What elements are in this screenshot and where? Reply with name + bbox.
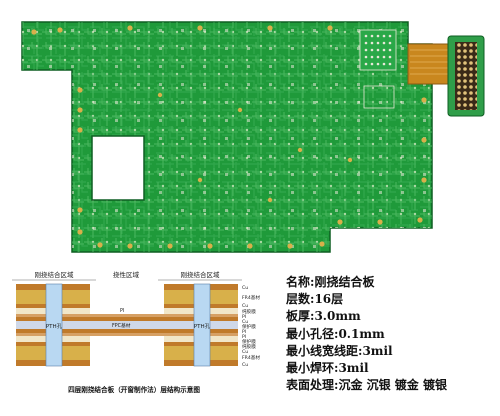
region-label-left-rigid: 刚挠结合区域 xyxy=(35,270,75,279)
spec-label: 表面处理 xyxy=(286,378,338,392)
layer-label-12: FR4基材 xyxy=(242,354,260,361)
spec-value: 刚挠结合板 xyxy=(314,275,375,289)
side-label-fpc: FPC基材 xyxy=(112,322,131,329)
layer-label-7: PI xyxy=(242,329,246,335)
layer-label-2: Cu xyxy=(242,303,248,309)
layer-label-6: 保护膜 xyxy=(242,323,256,330)
layer-label-3: 纯胶膜 xyxy=(242,308,256,315)
spec-thickness: 板厚3.0mm xyxy=(286,308,498,325)
spec-label: 名称 xyxy=(286,275,314,289)
bga-pads xyxy=(364,34,392,66)
spec-layers: 层数16层 xyxy=(286,291,498,308)
layer-label-9: 保护膜 xyxy=(242,338,256,345)
spec-min-ring: 最小焊环3mil xyxy=(286,360,498,377)
region-label-right-rigid: 刚挠结合区域 xyxy=(181,270,221,279)
pcb-photo xyxy=(21,21,485,253)
spec-value: 3mil xyxy=(362,343,393,358)
edge-pads xyxy=(31,25,427,249)
pth-label-right: PTH孔 xyxy=(194,322,211,330)
pcb-illustration xyxy=(21,21,485,253)
flex-traces xyxy=(410,49,450,75)
region-label-flex: 挠性区域 xyxy=(113,270,140,279)
spec-value: 3.0mm xyxy=(314,309,361,324)
spec-value: 0.1mm xyxy=(338,326,385,341)
layer-label-10: 纯胶膜 xyxy=(242,343,256,350)
layer-label-1: FR4基材 xyxy=(242,294,260,301)
spec-value: 3mil xyxy=(338,361,369,376)
side-label-pi-top: PI xyxy=(120,308,124,314)
stackup-svg: 刚挠结合区域 挠性区域 刚挠结合区域 xyxy=(12,270,260,394)
layer-label-11: Cu xyxy=(242,349,248,355)
pth-hole-left xyxy=(45,283,63,367)
spec-label: 最小焊环 xyxy=(286,361,338,375)
spec-value: 16层 xyxy=(314,292,344,307)
diagram-caption: 四层刚挠结合板（开窗制作法）层结构示意图 xyxy=(68,385,200,394)
spec-list: 名称刚挠结合板 层数16层 板厚3.0mm 最小孔径0.1mm 最小线宽线距3m… xyxy=(286,274,498,394)
board-cutout xyxy=(91,135,145,201)
layer-label-13: Cu xyxy=(242,362,248,368)
spec-name: 名称刚挠结合板 xyxy=(286,274,498,291)
pth-label-left: PTH孔 xyxy=(46,322,63,330)
layer-label-8: PI xyxy=(242,334,246,340)
layer-label-5: Cu xyxy=(242,319,248,325)
layer-label-4: PI xyxy=(242,314,246,320)
spec-value: 沉金 沉银 镀金 镀银 xyxy=(338,378,447,393)
spec-min-line: 最小线宽线距3mil xyxy=(286,343,498,360)
stackup-diagram: 刚挠结合区域 挠性区域 刚挠结合区域 xyxy=(8,266,266,412)
spec-label: 层数 xyxy=(286,292,314,306)
spec-label: 最小孔径 xyxy=(286,327,338,341)
spec-min-hole: 最小孔径0.1mm xyxy=(286,326,498,343)
spec-finish: 表面处理沉金 沉银 镀金 镀银 xyxy=(286,377,498,394)
flex-stack xyxy=(90,314,164,336)
spec-label: 最小线宽线距 xyxy=(286,344,362,358)
pth-hole-right xyxy=(193,283,211,367)
spec-label: 板厚 xyxy=(286,309,314,323)
layer-label-0: Cu xyxy=(242,285,248,291)
